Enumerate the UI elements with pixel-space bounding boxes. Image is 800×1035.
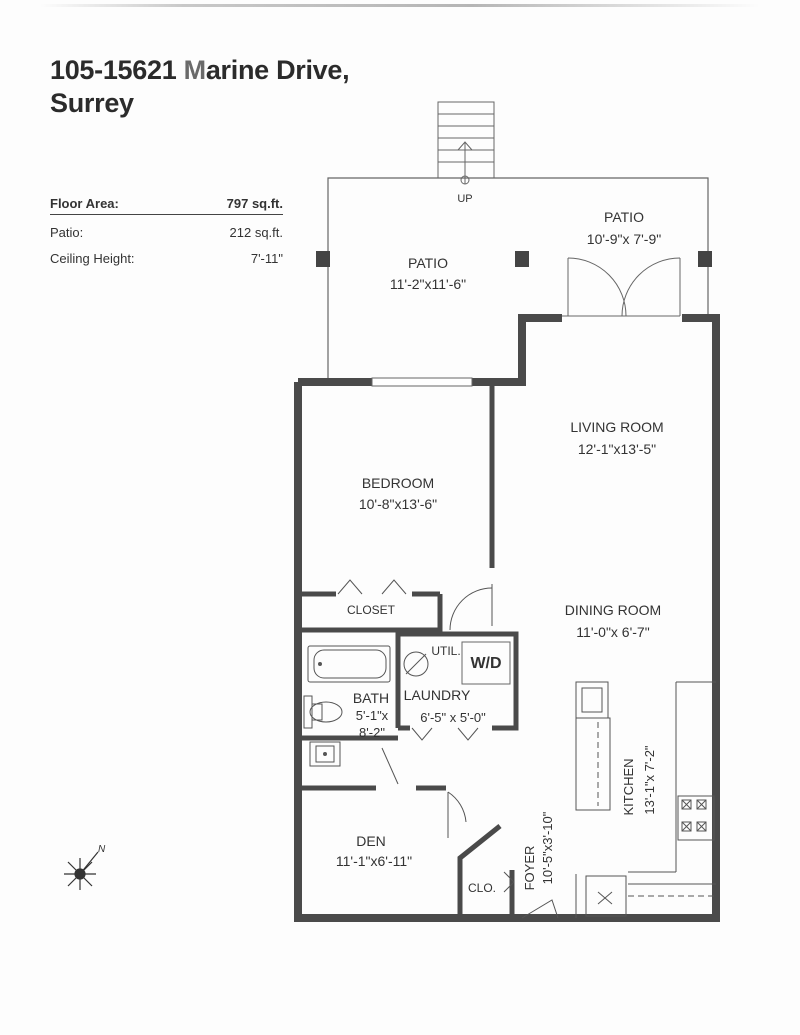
patio-left-name: PATIO <box>408 255 448 271</box>
kitchen-dims: 13'-1"x 7'-2" <box>642 745 657 814</box>
stove-icon <box>677 795 715 841</box>
patio-value: 212 sq.ft. <box>229 224 283 240</box>
ceiling-value: 7'-11" <box>250 250 283 266</box>
patio-right-dims: 10'-9"x 7'-9" <box>587 231 661 247</box>
patio-post-right <box>698 251 712 267</box>
bath-dims-line1: 5'-1"x <box>356 708 389 723</box>
ceiling-row: Ceiling Height: 7'-11" <box>50 245 283 271</box>
living-room-dims: 12'-1"x13'-5" <box>578 441 656 457</box>
ceiling-label: Ceiling Height: <box>50 250 135 266</box>
floor-area-row: Floor Area: 797 sq.ft. <box>50 192 283 215</box>
exterior-walls <box>294 314 720 922</box>
patio-outline <box>327 177 709 378</box>
stairs-icon <box>437 101 495 185</box>
floor-area-label: Floor Area: <box>50 195 119 211</box>
laundry-name: LAUNDRY <box>404 687 471 703</box>
scan-artifact <box>40 4 760 7</box>
info-table: Floor Area: 797 sq.ft. Patio: 212 sq.ft.… <box>50 192 283 271</box>
interior-walls <box>300 384 519 918</box>
bedroom-window <box>371 377 473 387</box>
kitchen-name: KITCHEN <box>621 758 636 815</box>
page-title: 105-15621 Marine Drive, Surrey <box>50 54 350 120</box>
swing-doors <box>381 584 559 919</box>
den-dims: 11'-1"x6'-11" <box>336 853 412 869</box>
closet-doors <box>337 579 515 893</box>
bedroom-name: BEDROOM <box>362 475 434 491</box>
bath-sink-icon <box>309 741 341 767</box>
den-name: DEN <box>356 833 386 849</box>
bathtub-icon <box>307 645 391 683</box>
title-line2: Surrey <box>50 88 134 118</box>
living-room-name: LIVING ROOM <box>570 419 663 435</box>
kitchen-counters <box>575 681 716 918</box>
floor-area-value: 797 sq.ft. <box>226 195 283 211</box>
bath-name: BATH <box>353 690 389 706</box>
patio-row: Patio: 212 sq.ft. <box>50 219 283 245</box>
washer-dryer-box <box>461 641 511 685</box>
title-line1-accent: M <box>183 55 207 85</box>
washer-dryer-label: W/D <box>470 655 501 672</box>
dining-room-name: DINING ROOM <box>565 602 661 618</box>
patio-post-left <box>316 251 330 267</box>
bedroom-dims: 10'-8"x13'-6" <box>359 496 437 512</box>
north-compass-icon <box>64 851 99 890</box>
toilet-icon <box>303 695 343 729</box>
foyer-name: FOYER <box>522 846 537 891</box>
stairs-up-label: UP <box>457 193 472 205</box>
water-heater-icon <box>403 651 429 677</box>
clo-label: CLO. <box>468 881 496 895</box>
patio-left-dims: 11'-2"x11'-6" <box>390 276 466 292</box>
title-line1-suffix: arine Drive, <box>205 55 350 85</box>
patio-doors <box>560 257 681 317</box>
closet-label: CLOSET <box>347 603 396 617</box>
patio-post-mid <box>515 251 529 267</box>
patio-right-name: PATIO <box>604 209 644 225</box>
patio-label: Patio: <box>50 224 84 240</box>
foyer-dims: 10'-5"x3'-10" <box>540 811 555 884</box>
bath-dims-line2: 8'-2" <box>359 725 385 740</box>
title-line1-prefix: 105-15621 <box>50 55 184 85</box>
north-label: N <box>98 844 106 855</box>
dining-room-dims: 11'-0"x 6'-7" <box>576 624 649 640</box>
laundry-dims: 6'-5" x 5'-0" <box>420 710 486 725</box>
util-label: UTIL. <box>431 644 460 658</box>
